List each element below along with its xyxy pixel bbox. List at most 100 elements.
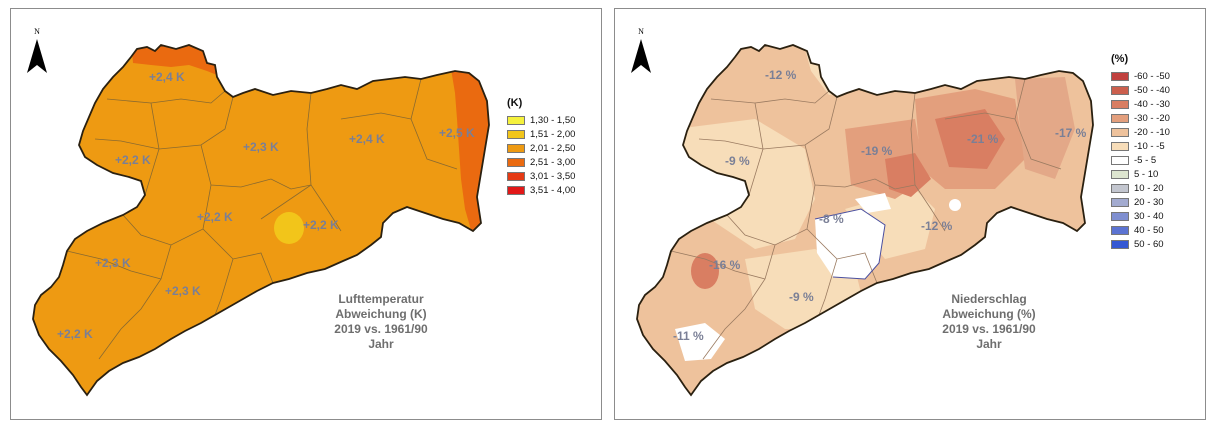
region-label: -9 % [789, 290, 814, 304]
precipitation-map-panel: -12 % -9 % -19 % -21 % -17 % -8 % -12 % … [614, 8, 1206, 420]
legend-swatch [507, 129, 525, 139]
temperature-map: +2,4 K +2,2 K +2,3 K +2,4 K +2,5 K +2,2 … [32, 44, 490, 396]
caption-line: Lufttemperatur [338, 292, 424, 306]
caption-line: Jahr [368, 337, 394, 351]
legend-swatch [1111, 197, 1129, 207]
legend-label: 3,51 - 4,00 [530, 184, 576, 196]
legend-item: 5 - 10 [1111, 167, 1170, 181]
region-label: -12 % [765, 68, 797, 82]
region-label: -9 % [725, 154, 750, 168]
legend-swatch [1111, 113, 1129, 123]
legend-item: 50 - 60 [1111, 237, 1170, 251]
legend-label: 2,51 - 3,00 [530, 156, 576, 168]
legend-item: 3,01 - 3,50 [507, 169, 575, 183]
caption-line: Niederschlag [951, 292, 1027, 306]
legend-item: -60 - -50 [1111, 69, 1170, 83]
region-label: +2,2 K [57, 327, 93, 341]
legend-item: 2,51 - 3,00 [507, 155, 575, 169]
caption-line: 2019 vs. 1961/90 [334, 322, 428, 336]
legend-item: 3,51 - 4,00 [507, 183, 575, 197]
legend-label: -5 - 5 [1134, 154, 1157, 166]
legend-swatch [1111, 127, 1129, 137]
caption-line: Abweichung (K) [335, 307, 427, 321]
region-label: -12 % [921, 219, 953, 233]
legend-swatch [507, 157, 525, 167]
legend-item: 1,51 - 2,00 [507, 127, 575, 141]
legend-item: 20 - 30 [1111, 195, 1170, 209]
temperature-map-panel: +2,4 K +2,2 K +2,3 K +2,4 K +2,5 K +2,2 … [10, 8, 602, 420]
legend-swatch [507, 143, 525, 153]
legend-label: 2,01 - 2,50 [530, 142, 576, 154]
temperature-caption: Lufttemperatur Abweichung (K) 2019 vs. 1… [311, 292, 451, 352]
legend-swatch [507, 171, 525, 181]
legend-label: -40 - -30 [1134, 98, 1170, 110]
legend-swatch [1111, 225, 1129, 235]
legend-label: -50 - -40 [1134, 84, 1170, 96]
legend-item: -40 - -30 [1111, 97, 1170, 111]
region-label: -8 % [819, 212, 844, 226]
legend-label: 20 - 30 [1134, 196, 1164, 208]
region-label: -11 % [673, 329, 704, 343]
legend-swatch [1111, 99, 1129, 109]
legend-swatch [1111, 141, 1129, 151]
region-label: -21 % [967, 132, 999, 146]
legend-swatch [1111, 85, 1129, 95]
legend-label: 30 - 40 [1134, 210, 1164, 222]
region-label: -19 % [861, 144, 893, 158]
legend-label: -10 - -5 [1134, 140, 1165, 152]
legend-swatch [507, 115, 525, 125]
legend-swatch [1111, 211, 1129, 221]
legend-swatch [1111, 169, 1129, 179]
legend-swatch [1111, 71, 1129, 81]
region-label: +2,3 K [165, 284, 201, 298]
legend-label: -20 - -10 [1134, 126, 1170, 138]
region-label: -16 % [709, 258, 741, 272]
legend-title: (K) [507, 97, 523, 109]
legend-title: (%) [1111, 53, 1129, 65]
legend-label: 10 - 20 [1134, 182, 1164, 194]
region-label: +2,4 K [349, 132, 385, 146]
north-arrow: N [25, 27, 49, 79]
legend-item: -20 - -10 [1111, 125, 1170, 139]
legend-item: -30 - -20 [1111, 111, 1170, 125]
legend-label: 3,01 - 3,50 [530, 170, 576, 182]
legend-item: 40 - 50 [1111, 223, 1170, 237]
region-label: -17 % [1055, 126, 1087, 140]
region-label: +2,3 K [243, 140, 279, 154]
legend-item: 10 - 20 [1111, 181, 1170, 195]
legend-item: 2,01 - 2,50 [507, 141, 575, 155]
legend-label: -60 - -50 [1134, 70, 1170, 82]
north-arrow-icon [631, 39, 651, 73]
caption-line: Abweichung (%) [942, 307, 1036, 321]
legend-item: 1,30 - 1,50 [507, 113, 575, 127]
legend-item: -50 - -40 [1111, 83, 1170, 97]
caption-line: Jahr [976, 337, 1002, 351]
legend-label: 1,51 - 2,00 [530, 128, 576, 140]
legend-swatch [1111, 183, 1129, 193]
legend-label: 1,30 - 1,50 [530, 114, 576, 126]
legend-swatch [507, 185, 525, 195]
legend-label: 50 - 60 [1134, 238, 1164, 250]
precipitation-caption: Niederschlag Abweichung (%) 2019 vs. 196… [919, 292, 1059, 352]
legend-item: -10 - -5 [1111, 139, 1170, 153]
region-label: +2,3 K [95, 256, 131, 270]
legend-item: -5 - 5 [1111, 153, 1170, 167]
legend-label: 5 - 10 [1134, 168, 1159, 180]
legend-label: -30 - -20 [1134, 112, 1170, 124]
legend-item: 30 - 40 [1111, 209, 1170, 223]
north-letter: N [638, 27, 644, 36]
region-label: +2,5 K [439, 126, 475, 140]
region-label: +2,2 K [303, 218, 339, 232]
region-label: +2,2 K [197, 210, 233, 224]
precipitation-legend: (%) -60 - -50 -50 - -40 -40 - -30 -30 - -20… [1111, 53, 1170, 251]
region-label: +2,4 K [149, 70, 185, 84]
north-arrow-icon [27, 39, 47, 73]
north-arrow: N [629, 27, 653, 79]
legend-label: 40 - 50 [1134, 224, 1164, 236]
north-letter: N [34, 27, 40, 36]
region-label: +2,2 K [115, 153, 151, 167]
legend-swatch [1111, 239, 1129, 249]
caption-line: 2019 vs. 1961/90 [942, 322, 1036, 336]
temperature-legend: (K) 1,30 - 1,50 1,51 - 2,00 2,01 - 2,50 2,5… [507, 97, 575, 197]
legend-swatch [1111, 155, 1129, 165]
